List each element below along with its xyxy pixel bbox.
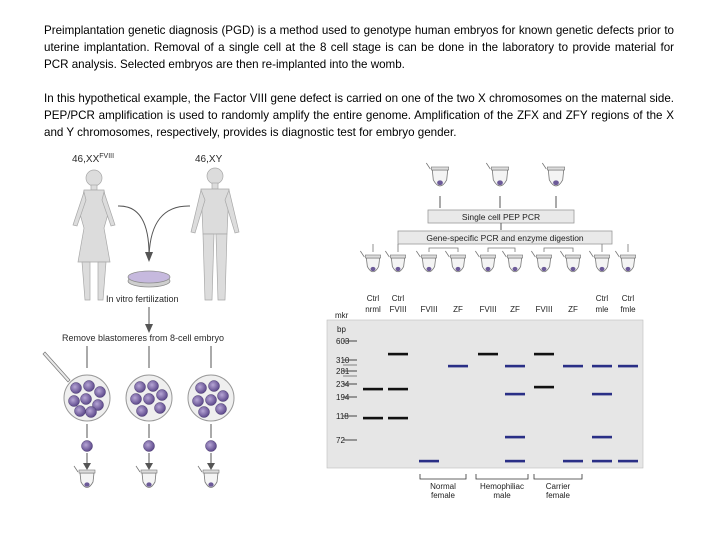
gel-band-lane8-16 (563, 460, 583, 463)
female-silhouette (73, 170, 115, 300)
group-normal-female-line2: female (431, 491, 456, 500)
gel-band-lane2-3 (388, 353, 408, 356)
lane-label-7-line2: FVIII (536, 305, 553, 314)
gel-band-lane2-4 (388, 388, 408, 391)
lane-tube-2 (385, 251, 405, 272)
lane-brackets (373, 244, 628, 252)
ivf-label: In vitro fertilization (106, 294, 179, 304)
gel-band-lane1-2 (363, 417, 383, 420)
lane-tube-1 (360, 251, 380, 272)
gel-band-lane6-9 (505, 365, 525, 368)
group-hemophiliac-male-line1: Hemophiliac (480, 482, 524, 491)
lane-label-9-line2: mle (596, 305, 609, 314)
lane-label-10-line2: fmle (620, 305, 636, 314)
male-karyotype: 46,XY (195, 154, 223, 165)
lane-tube-4 (445, 251, 465, 272)
lane-tubes (360, 251, 635, 272)
isolated-cell-2 (144, 424, 155, 470)
lane-tube-3 (416, 251, 436, 272)
lane-tube-7 (531, 251, 551, 272)
lane-label-9-line1: Ctrl (596, 294, 609, 303)
single-cell-pcr-label: Single cell PEP PCR (462, 212, 540, 222)
gel-band-lane9-18 (592, 393, 612, 396)
lane-tube-5 (475, 251, 495, 272)
lane-tube-9 (589, 251, 609, 272)
blastomere-label: Remove blastomeres from 8-cell embryo (62, 333, 224, 343)
gel-band-lane6-11 (505, 436, 525, 439)
lane-label-1-line2: nrml (365, 305, 381, 314)
pipette-icon (43, 352, 70, 382)
lane-label-1-line1: Ctrl (367, 294, 380, 303)
lane-label-5-line2: FVIII (480, 305, 497, 314)
embryo-2 (126, 375, 172, 421)
bp-header: bp (337, 325, 346, 334)
gel-band-lane9-20 (592, 460, 612, 463)
lane-label-2-line1: Ctrl (392, 294, 405, 303)
lower-tube-3 (198, 466, 219, 488)
lower-tube-1 (74, 466, 95, 488)
gel-band-lane4-7 (448, 365, 468, 368)
gel-band-lane3-6 (419, 460, 439, 463)
group-carrier-female-line2: female (546, 491, 571, 500)
top-tube-arrows (440, 196, 556, 208)
gel-band-lane2-5 (388, 417, 408, 420)
group-brackets (420, 474, 582, 479)
group-hemophiliac-male-line2: male (493, 491, 511, 500)
lane-tube-8 (560, 251, 580, 272)
female-karyotype: 46,XXFVIII (72, 153, 114, 165)
petri-dish-icon (128, 271, 170, 287)
top-tubes (426, 163, 564, 186)
gel-band-lane6-12 (505, 460, 525, 463)
male-silhouette (191, 168, 239, 300)
gel-band-lane7-14 (534, 386, 554, 389)
lane-label-6-line2: ZF (510, 305, 520, 314)
gel-band-lane9-19 (592, 436, 612, 439)
group-normal-female-line1: Normal (430, 482, 456, 491)
lower-tube-2 (136, 466, 157, 488)
gel-band-lane7-13 (534, 353, 554, 356)
top-tube-2 (486, 163, 508, 186)
embryo-1 (64, 375, 110, 421)
gel-band-lane1-1 (363, 388, 383, 391)
gel-band-lane10-22 (618, 460, 638, 463)
gel-band-lane8-15 (563, 365, 583, 368)
lane-tube-10 (615, 251, 635, 272)
lane-tube-6 (502, 251, 522, 272)
lane-label-4-line2: ZF (453, 305, 463, 314)
embryo-3 (188, 375, 234, 421)
gel-band-lane5-8 (478, 353, 498, 356)
lane-label-2-line2: FVIII (390, 305, 407, 314)
gel-band-lane10-21 (618, 365, 638, 368)
lane-label-10-line1: Ctrl (622, 294, 635, 303)
group-carrier-female-line1: Carrier (546, 482, 571, 491)
gel-band-lane6-10 (505, 393, 525, 396)
isolated-cell-1 (82, 424, 93, 470)
arrowhead-ivf (145, 252, 153, 262)
top-tube-1 (426, 163, 448, 186)
isolated-cell-3 (206, 424, 217, 470)
marker-lane-label: mkr (335, 311, 349, 320)
arrow-from-female (118, 206, 149, 258)
lane-label-3-line2: FVIII (421, 305, 438, 314)
gel-band-lane9-17 (592, 365, 612, 368)
gene-specific-label: Gene-specific PCR and enzyme digestion (426, 233, 584, 243)
top-tube-3 (542, 163, 564, 186)
arrowhead-blastomere (145, 324, 153, 333)
lower-tubes (74, 466, 219, 488)
arrow-from-male (149, 206, 190, 258)
lane-label-8-line2: ZF (568, 305, 578, 314)
